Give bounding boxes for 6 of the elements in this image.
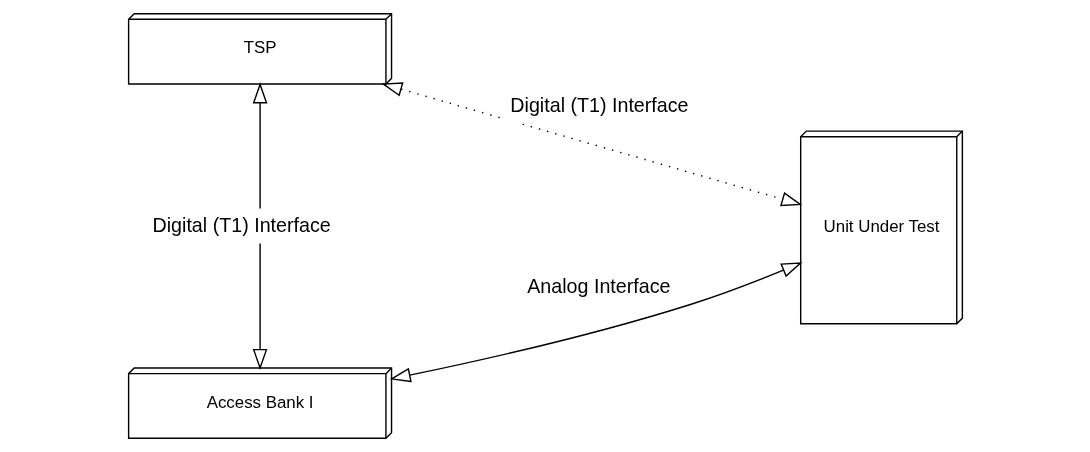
arrow [389, 262, 802, 383]
edge-label: Analog Interface [526, 275, 670, 298]
arrow [380, 82, 802, 207]
arrow [252, 82, 267, 371]
edge-label: Digital (T1) Interface [509, 93, 689, 116]
edge-label: Digital (T1) Interface [152, 213, 331, 236]
